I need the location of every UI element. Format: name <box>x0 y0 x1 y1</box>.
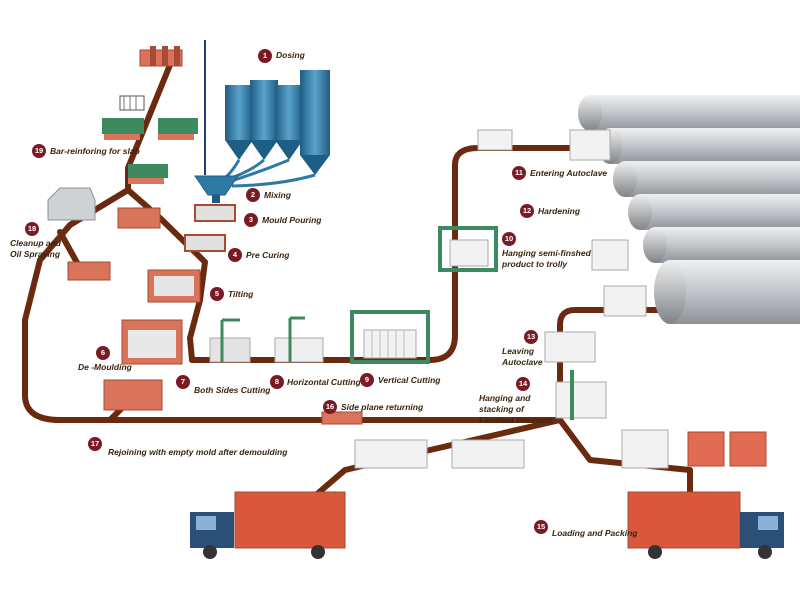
step-label: Leaving Autoclave <box>502 346 543 367</box>
step-label: Rejoining with empty mold after demouldi… <box>108 447 288 457</box>
autoclaves <box>569 95 800 324</box>
step-label: Hardening <box>538 206 581 216</box>
step-badge: 2 <box>246 188 260 202</box>
step-badge: 17 <box>88 437 102 451</box>
step-badge: 14 <box>516 377 530 391</box>
step-badge: 9 <box>360 373 374 387</box>
step-badge: 5 <box>210 287 224 301</box>
trolly-station <box>438 129 513 272</box>
step-label: Side plane returning <box>341 402 424 412</box>
side-plane <box>321 411 363 425</box>
step-badge: 13 <box>524 330 538 344</box>
step-label: Mixing <box>264 190 291 200</box>
step-badge: 12 <box>520 204 534 218</box>
step-badge: 15 <box>534 520 548 534</box>
step-label: Loading and Packing <box>552 528 638 538</box>
step-label: Dosing <box>276 50 305 60</box>
step-label: Both Sides Cutting <box>194 385 271 395</box>
demoulding-station <box>103 319 183 411</box>
step-label: Mould Pouring <box>262 215 322 225</box>
step-badge: 7 <box>176 375 190 389</box>
step-label: Tilting <box>228 289 254 299</box>
step-label: Cleanup and Oil Spraying <box>10 238 62 259</box>
mixer <box>194 175 239 203</box>
step-label: Hanging and stacking of Finished Product… <box>479 393 554 425</box>
step-label: Hanging semi-finshed product to trolly <box>502 248 591 269</box>
moulds <box>147 204 236 303</box>
step-badge: 3 <box>244 213 258 227</box>
step-badge: 18 <box>25 222 39 236</box>
step-label: Bar-reinforing for slab <box>50 146 140 156</box>
step-label: Horizontal Cutting <box>287 377 361 387</box>
step-badge: 19 <box>32 144 46 158</box>
step-badge: 11 <box>512 166 526 180</box>
finished-stacks <box>354 331 767 469</box>
dosing-silos <box>204 40 330 188</box>
step-badge: 4 <box>228 248 242 262</box>
step-badge: 1 <box>258 49 272 63</box>
step-badge: 8 <box>270 375 284 389</box>
step-label: Pre Curing <box>246 250 290 260</box>
bar-reinforcing-frames <box>102 46 198 184</box>
truck-left <box>190 491 346 559</box>
step-label: De -Moulding <box>78 362 132 372</box>
cutting-machines <box>209 310 430 364</box>
step-label: Entering Autoclave <box>530 168 608 178</box>
step-badge: 6 <box>96 346 110 360</box>
step-label: Vertical Cutting <box>378 375 441 385</box>
step-badge: 16 <box>323 400 337 414</box>
cleanup-machine <box>47 187 161 281</box>
step-badge: 10 <box>502 232 516 246</box>
truck-right <box>627 491 784 559</box>
